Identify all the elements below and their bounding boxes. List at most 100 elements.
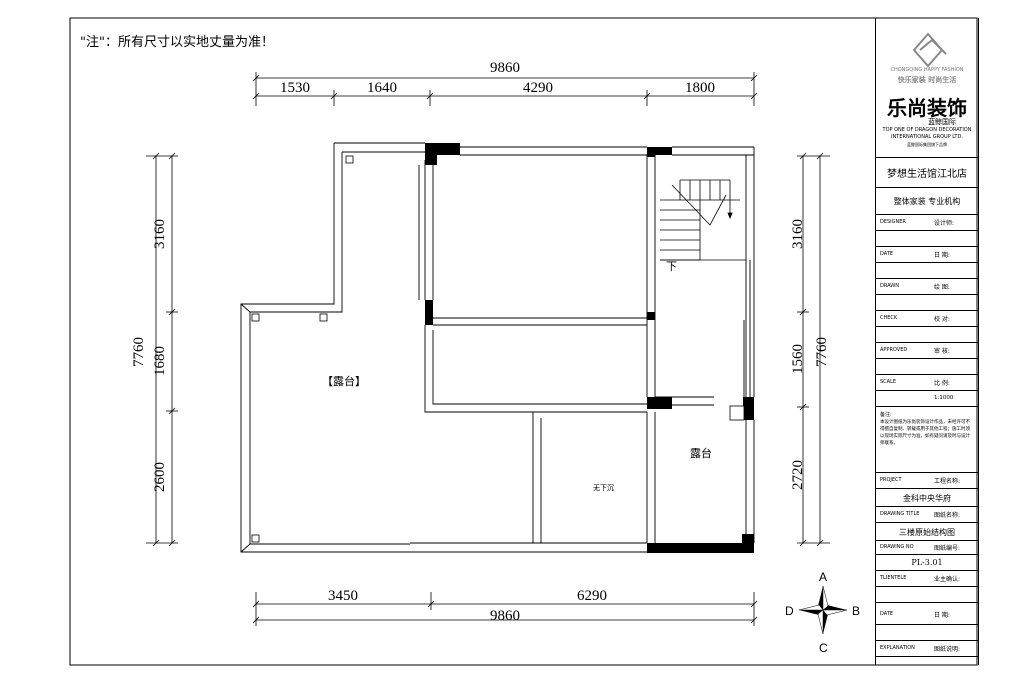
- right-dim-3: 2720: [790, 460, 806, 490]
- drawing-title-value-box: 三楼原始结构图: [876, 523, 978, 541]
- top-dim-4: 1800: [685, 80, 715, 96]
- slogan-box: 整体家装 专业机构: [876, 188, 978, 215]
- top-dim-3: 4290: [523, 80, 553, 96]
- logo-chinese: 快乐家装 时尚生活: [897, 76, 957, 84]
- terrace-right-label: 露台: [690, 446, 712, 460]
- slogan: 整体家装 专业机构: [893, 197, 961, 206]
- explanation-en: EXPLANATION: [880, 645, 915, 651]
- bottom-dimension: [252, 592, 758, 626]
- project-row: PROJECT 工程名称:: [876, 473, 978, 489]
- store-box: 梦想生活馆江北店: [876, 158, 978, 188]
- row-date: DATE 日 期:: [876, 247, 978, 263]
- row-cn: 审 核:: [934, 348, 950, 355]
- left-total-dim: 7760: [131, 337, 147, 367]
- remark-box: 备注: 本设计图纸为乐尚装饰设计作品，未经许可不得擅自复制、转载或用于其他工程；…: [876, 407, 978, 473]
- left-dim-1: 3160: [152, 219, 168, 249]
- explanation-row: EXPLANATION 图纸说明:: [876, 641, 978, 657]
- explanation-cn: 图纸说明:: [934, 646, 961, 653]
- note-text: "注"：所有尺寸以实地丈量为准！: [80, 35, 274, 50]
- row-drawn: DRAWN 绘 图:: [876, 279, 978, 295]
- brand-name: 乐尚装饰: [887, 96, 967, 120]
- row-en: CHECK: [880, 315, 898, 321]
- top-dim-1: 1530: [280, 80, 310, 96]
- client-cn: 业主确认:: [934, 576, 961, 583]
- scale-value: 1:1000: [934, 395, 954, 401]
- staircase: [660, 179, 746, 261]
- left-dim-2: 1680: [152, 346, 168, 376]
- project-cn: 工程名称:: [934, 478, 961, 485]
- bottom-dim-2: 6290: [577, 588, 607, 604]
- drawing-frame: [69, 17, 978, 666]
- row-spacer-5: [876, 359, 978, 375]
- project-value: 金科中央华府: [903, 494, 951, 503]
- compass-a: A: [819, 570, 827, 584]
- right-dim-1: 3160: [790, 219, 806, 249]
- drawing-title-value: 三楼原始结构图: [899, 528, 955, 537]
- row-en: SCALE: [880, 379, 897, 385]
- date2-row: DATE 日 期:: [876, 603, 978, 625]
- row-designer: DESIGNER 设计师:: [876, 215, 978, 231]
- right-dim-2: 1560: [790, 344, 806, 374]
- compass-b: B: [852, 604, 860, 618]
- date2-cn: 日 期:: [934, 612, 950, 619]
- bottom-dim-1: 3450: [328, 588, 358, 604]
- top-total-dim: 9860: [490, 60, 520, 76]
- row-spacer-7: [876, 625, 978, 641]
- brand-english-2: INTERNATIONAL GROUP LTD.: [891, 134, 963, 140]
- compass-d: D: [785, 604, 794, 618]
- drawing-no-value-box: PL-3.01: [876, 555, 978, 571]
- brand-sub: 蓝鲸国际: [928, 118, 956, 126]
- drawing-title-cn: 图纸名称:: [934, 512, 961, 519]
- drawing-title-en: DRAWING TITLE: [880, 511, 920, 517]
- row-spacer-3: [876, 295, 978, 311]
- columns: [425, 143, 754, 553]
- row-cn: 校 对:: [934, 316, 950, 323]
- top-dimension: [252, 72, 758, 106]
- title-block: CHONGQING HAPPY FASHION 快乐家装 时尚生活 乐尚装饰 蓝…: [875, 18, 979, 665]
- right-dimension: [797, 152, 830, 547]
- drawing-title-row: DRAWING TITLE 图纸名称:: [876, 507, 978, 523]
- right-total-dim: 7760: [814, 337, 830, 367]
- row-spacer-6: [876, 587, 978, 603]
- project-en: PROJECT: [880, 477, 902, 483]
- store-name: 梦想生活馆江北店: [887, 169, 967, 180]
- row-spacer-2: [876, 263, 978, 279]
- row-spacer-4: [876, 327, 978, 343]
- row-en: DATE: [880, 251, 894, 257]
- row-cn: 日 期:: [934, 252, 950, 259]
- logo-english: CHONGQING HAPPY FASHION: [890, 67, 964, 73]
- logo-icon: [912, 32, 947, 68]
- drawing-no-cn: 图纸编号:: [934, 545, 961, 552]
- left-dim-3: 2600: [152, 462, 168, 492]
- bottom-total-dim: 9860: [490, 608, 520, 624]
- drawing-no-value: PL-3.01: [911, 558, 943, 567]
- scale-value-box: 1:1000: [876, 391, 978, 407]
- compass-icon: [798, 585, 848, 635]
- terrace-left-label: 【露台】: [322, 374, 366, 388]
- row-cn: 绘 图:: [934, 284, 950, 291]
- stair-down-label: 下: [666, 260, 677, 273]
- row-check: CHECK 校 对:: [876, 311, 978, 327]
- no-sink-label: 无下沉: [593, 484, 614, 492]
- row-cn: 设计师:: [934, 220, 955, 227]
- compass-c: C: [819, 641, 828, 655]
- remark-title: 备注:: [880, 412, 892, 418]
- row-en: DRAWN: [880, 283, 899, 289]
- row-en: APPROVED: [880, 347, 908, 353]
- corner-posts: [251, 155, 745, 543]
- client-en: TLIENTELE: [880, 575, 907, 581]
- brand-english-1: TOP ONE OF DRAGON DECORATION: [882, 127, 972, 133]
- row-cn: 比 例:: [934, 380, 950, 387]
- brand-box: CHONGQING HAPPY FASHION 快乐家装 时尚生活 乐尚装饰 蓝…: [876, 18, 978, 158]
- row-approved: APPROVED 审 核:: [876, 343, 978, 359]
- left-dimension: [146, 152, 178, 547]
- client-row: TLIENTELE 业主确认:: [876, 571, 978, 587]
- row-spacer-1: [876, 231, 978, 247]
- drawing-no-row: DRAWING NO 图纸编号:: [876, 541, 978, 555]
- remark-text: 本设计图纸为乐尚装饰设计作品，未经许可不得擅自复制、转载或用于其他工程；施工时须…: [880, 420, 970, 446]
- brand-english-3: 蓝鲸国际集团旗下品牌: [907, 142, 947, 147]
- project-value-box: 金科中央华府: [876, 489, 978, 507]
- top-dim-2: 1640: [367, 80, 397, 96]
- drawing-no-en: DRAWING NO: [880, 544, 914, 550]
